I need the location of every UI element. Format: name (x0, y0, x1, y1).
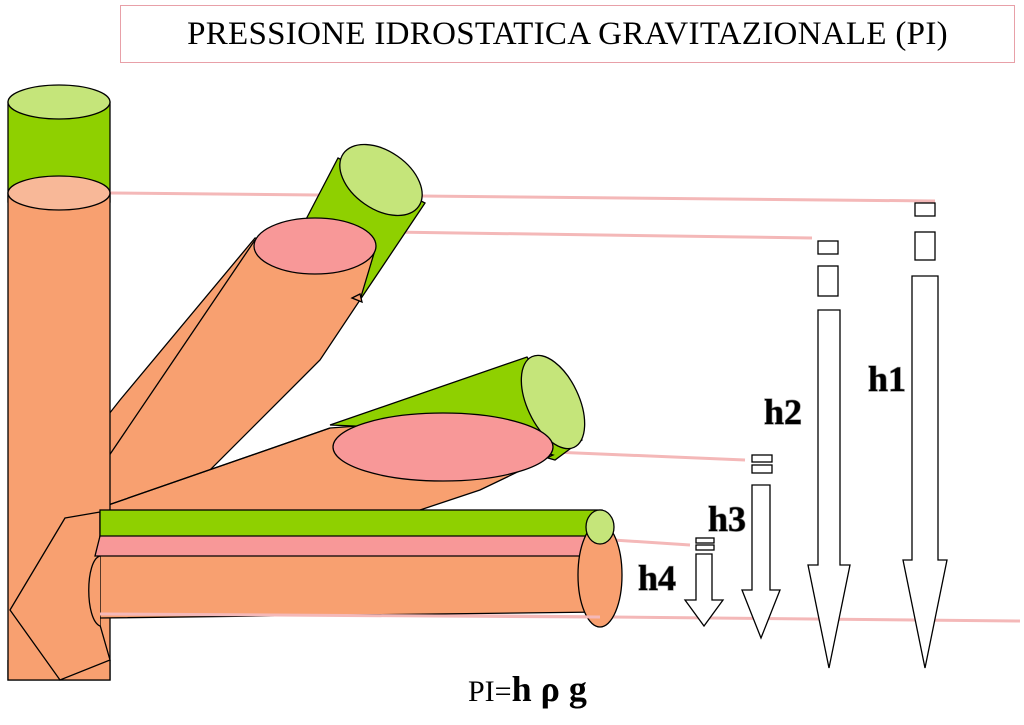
level-line-h1 (109, 191, 936, 203)
horizontal-tube-end-top (585, 509, 615, 545)
h2-label: h2 (764, 392, 802, 432)
fluid-surface-h1 (7, 175, 111, 211)
horizontal-tube (88, 509, 623, 628)
fluid-surface-h4 (94, 535, 604, 557)
h3-label: h3 (708, 499, 746, 539)
formula: PI=h ρ g (468, 668, 587, 710)
horizontal-tube-reference (99, 612, 601, 619)
formula-rhs: h ρ g (511, 669, 587, 709)
h1-label: h1 (868, 359, 906, 399)
arrow-h4 (683, 537, 725, 628)
diagonal-tube-middle-end (520, 354, 586, 450)
diagonal-tube-middle (62, 354, 586, 531)
fluid-surface-h3 (332, 412, 554, 482)
vertical-tube-top (7, 84, 111, 120)
arrow-h3 (741, 454, 781, 640)
horizontal-tube-left-end (88, 555, 101, 627)
level-line-h2 (389, 230, 813, 240)
h4-label: h4 (638, 558, 676, 598)
page-title: PRESSIONE IDROSTATICA GRAVITAZIONALE (PI… (187, 15, 948, 52)
title-box: PRESSIONE IDROSTATICA GRAVITAZIONALE (PI… (120, 5, 1015, 63)
fluid-surface-h2 (253, 217, 377, 275)
tube-notch (350, 293, 363, 304)
arrow-h2 (807, 240, 851, 669)
level-line-h3 (552, 450, 746, 462)
diagonal-tube-upper-end (339, 143, 423, 217)
arrow-h1 (902, 202, 948, 669)
formula-lhs: PI= (468, 675, 512, 708)
